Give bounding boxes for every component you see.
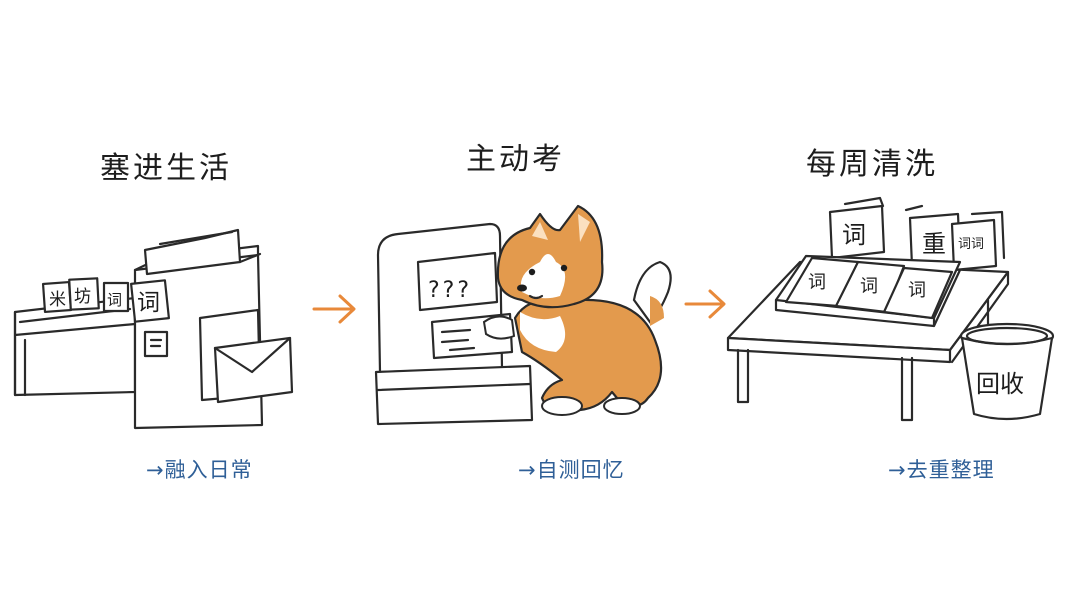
- arrow-right-icon: [312, 294, 356, 324]
- word-cards-conveyor: 米 坊 词 词: [41, 277, 170, 323]
- card-label: 词: [908, 280, 926, 301]
- corgi-icon: [482, 204, 672, 416]
- sorting-machine-icon: [13, 228, 294, 430]
- card-label: 词: [860, 276, 878, 297]
- card-label: 词: [842, 221, 866, 249]
- card-label: 词: [808, 272, 826, 293]
- card-label: 词词: [958, 237, 984, 252]
- recycle-bin-icon: 回收: [959, 322, 1055, 421]
- arrow-right-icon: [684, 289, 726, 319]
- step2-title: 主动考: [466, 142, 565, 177]
- card-label: 词: [137, 290, 160, 316]
- step3-title: 每周清洗: [806, 147, 938, 182]
- step1-caption: →融入日常: [146, 458, 253, 482]
- card-label: 词: [107, 291, 122, 309]
- step1-title: 塞进生活: [100, 151, 232, 186]
- card-label: 重: [922, 230, 946, 258]
- step2-caption: →自测回忆: [518, 458, 625, 482]
- card-label: 米: [49, 290, 66, 310]
- step3-caption: →去重整理: [888, 458, 995, 482]
- bin-label: 回收: [976, 370, 1024, 398]
- sorting-table-icon: 词 重 词词 词 词 词: [726, 196, 1010, 422]
- atm-machine-icon: ???: [374, 222, 534, 426]
- card-label: 坊: [74, 287, 91, 307]
- atm-screen-text: ???: [428, 278, 472, 303]
